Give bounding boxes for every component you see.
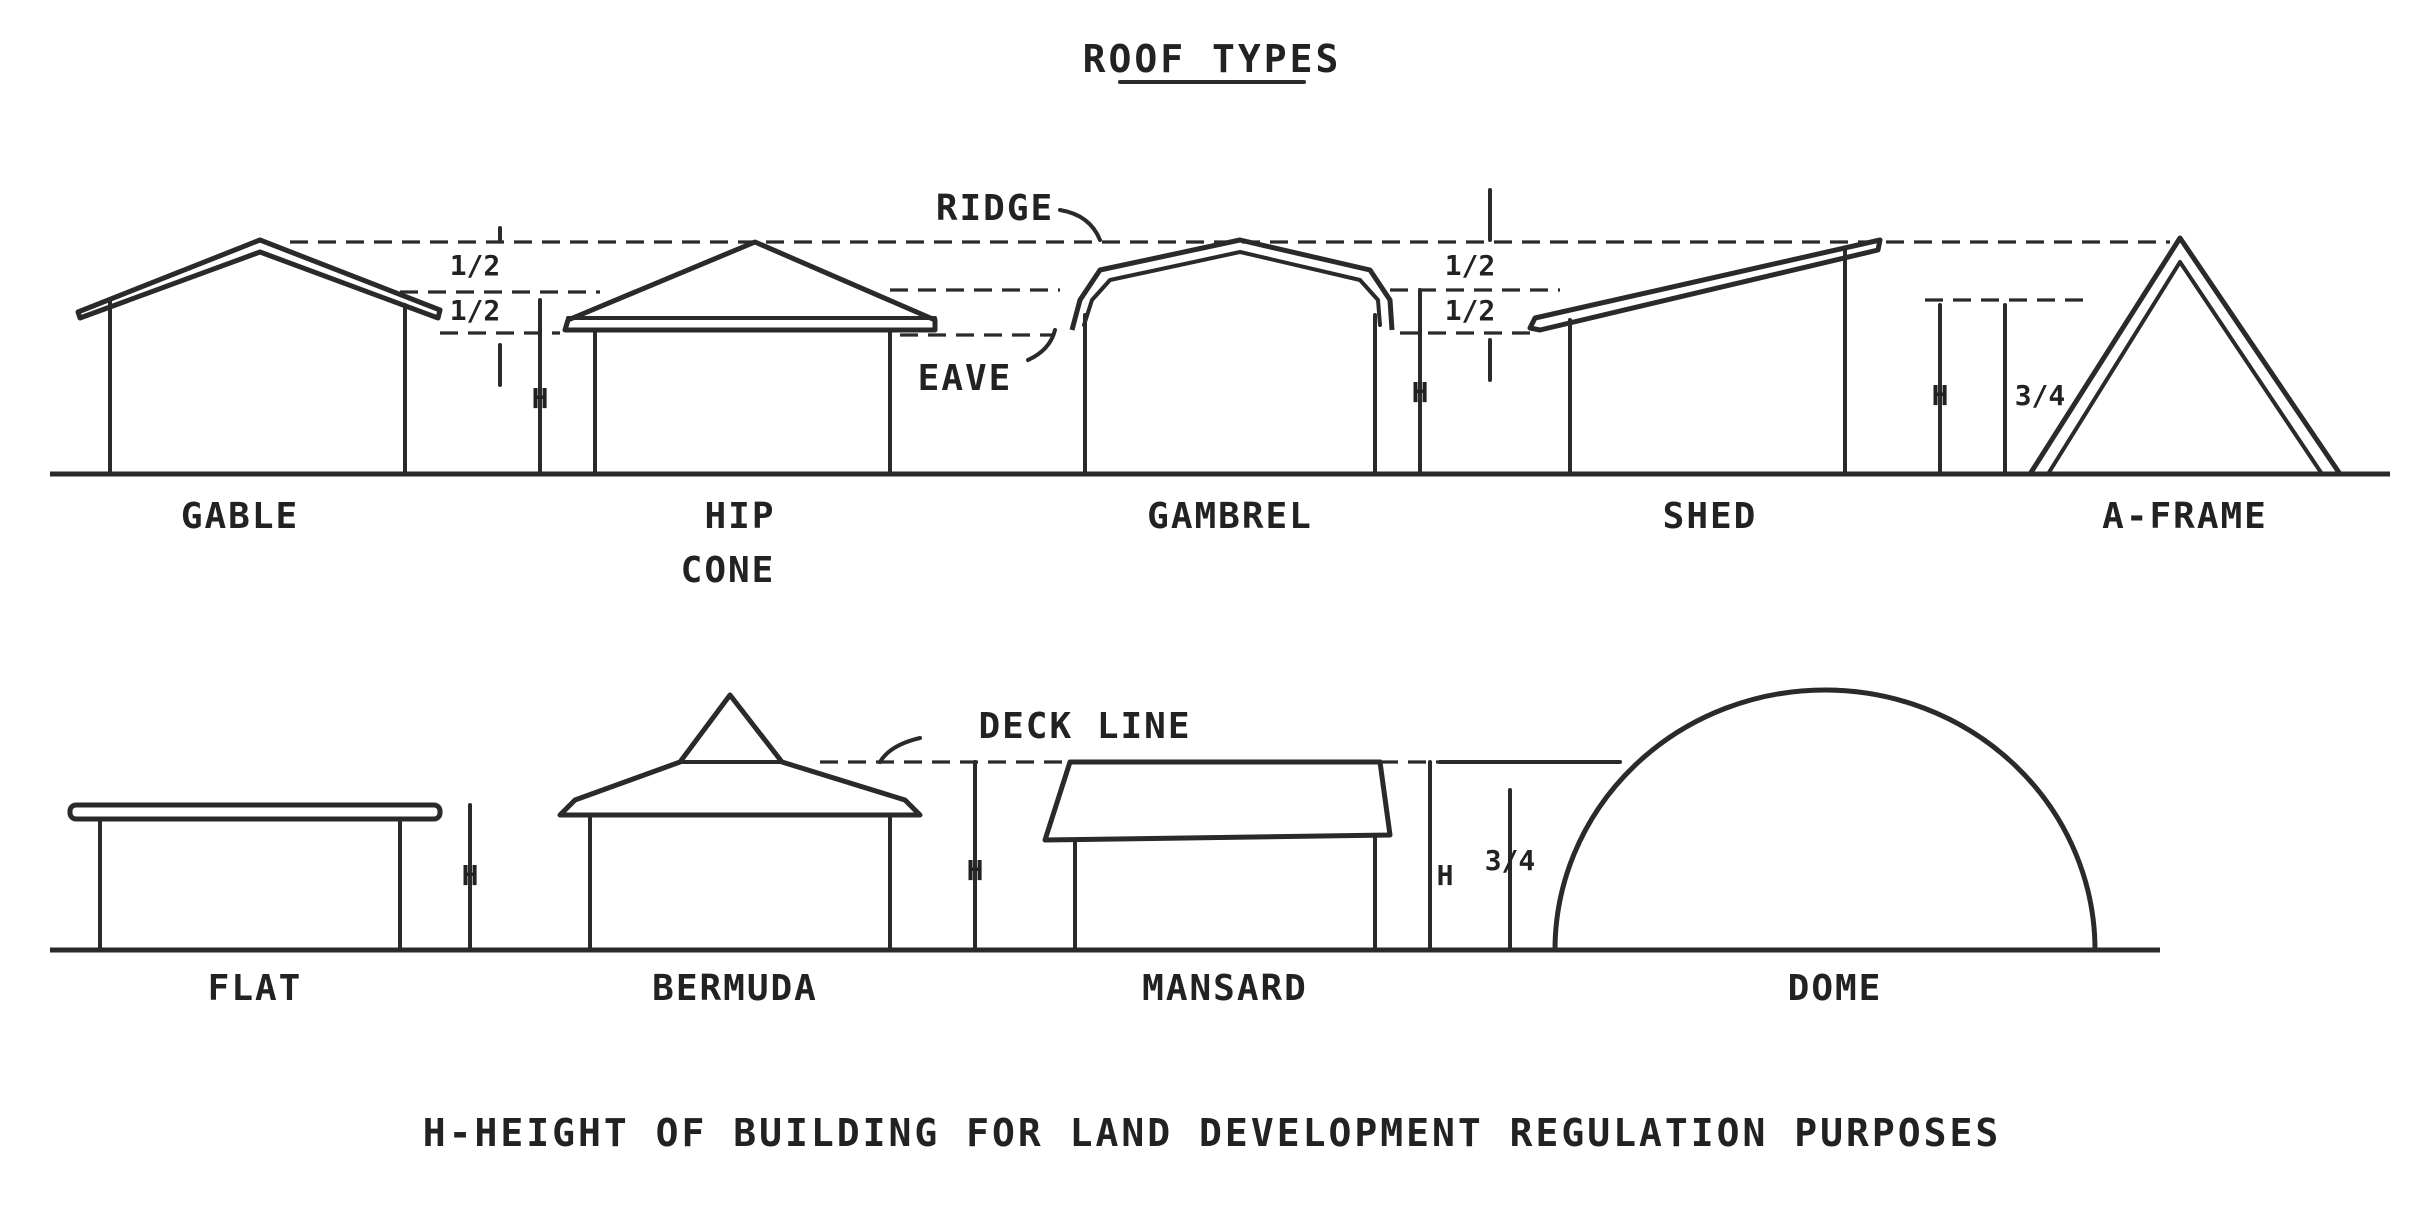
label-cone: CONE	[681, 550, 776, 591]
label-hip: HIP	[704, 496, 775, 537]
dim-half-gambrel-lower: 1/2	[1445, 294, 1496, 327]
flat-roof: H	[67, 802, 479, 952]
half-dimension-gambrel: 1/2 1/2 H	[1412, 188, 1496, 476]
label-mansard: MANSARD	[1142, 968, 1308, 1009]
bermuda-roof: H	[557, 692, 984, 952]
dim-half-upper: 1/2	[450, 249, 501, 282]
footer-caption: H-HEIGHT OF BUILDING FOR LAND DEVELOPMEN…	[423, 1111, 2002, 1155]
dim-h-bermuda: H	[967, 854, 984, 887]
dim-half-gambrel-upper: 1/2	[1445, 249, 1496, 282]
dim-h-gable: H	[532, 382, 549, 415]
label-dome: DOME	[1788, 968, 1883, 1009]
label-gable: GABLE	[181, 496, 299, 537]
eave-label: EAVE	[918, 358, 1013, 399]
hip-roof	[562, 239, 938, 476]
dim-h-dome: H	[1437, 859, 1454, 892]
aframe-roof	[2027, 235, 2343, 476]
ridge-arrow	[1058, 208, 1102, 242]
ridge-label: RIDGE	[936, 188, 1054, 229]
gambrel-roof	[1069, 237, 1395, 476]
deck-line-label: DECK LINE	[978, 706, 1191, 747]
label-bermuda: BERMUDA	[652, 968, 818, 1009]
eave-arrow	[1026, 328, 1057, 362]
dome-roof	[1552, 687, 2098, 951]
half-dimension-gable: 1/2 1/2 H	[450, 226, 549, 476]
dim-h-gambrel: H	[1412, 376, 1429, 409]
dim-h-aframe: H	[1932, 379, 1949, 412]
dim-three-quarter-aframe: 3/4	[2015, 379, 2066, 412]
gable-roof	[75, 237, 443, 476]
deck-line-arrow	[878, 736, 922, 764]
shed-roof	[1527, 237, 1883, 476]
dim-half-lower: 1/2	[450, 294, 501, 327]
diagram-title: ROOF TYPES	[1083, 37, 1342, 81]
label-shed: SHED	[1663, 496, 1758, 537]
mansard-roof	[1042, 759, 1393, 952]
dome-dimensions: H 3/4	[1428, 760, 1622, 952]
label-gambrel: GAMBREL	[1147, 496, 1313, 537]
dim-three-quarter-dome: 3/4	[1485, 844, 1536, 877]
aframe-dimensions: H 3/4	[1925, 298, 2090, 476]
label-flat: FLAT	[208, 968, 303, 1009]
label-aframe: A-FRAME	[2102, 496, 2268, 537]
dim-h-flat: H	[462, 859, 479, 892]
